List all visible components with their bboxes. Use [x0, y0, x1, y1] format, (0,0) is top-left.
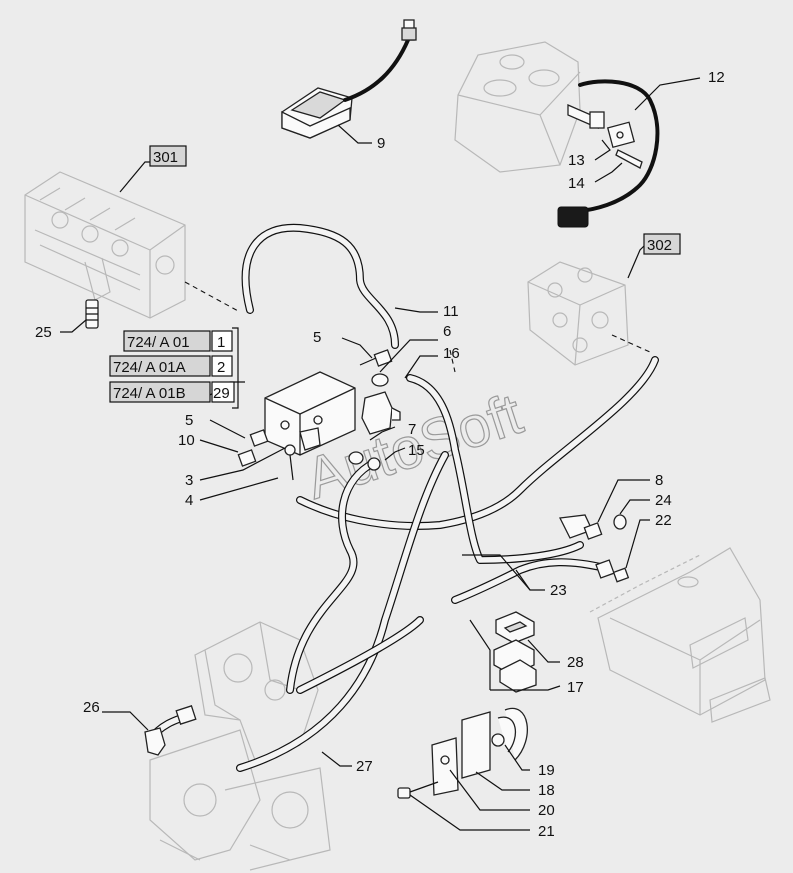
hose-15 [286, 458, 379, 694]
fitting-10 [237, 449, 257, 467]
loader-frame [149, 621, 331, 871]
bolt-21 [397, 781, 439, 799]
valve-block-1 [264, 371, 401, 456]
callout-13: 13 [568, 152, 585, 169]
reference-724-a01a[interactable]: 724/ A 01A 2 [109, 355, 233, 377]
callout-5-lower: 5 [185, 412, 193, 429]
svg-text:724/ A 01A: 724/ A 01A [113, 359, 186, 376]
callout-7: 7 [408, 421, 416, 438]
callout-23: 23 [550, 582, 567, 599]
svg-text:724/ A 01: 724/ A 01 [127, 334, 190, 351]
bracket-18 [431, 707, 528, 796]
dash-line-16 [449, 349, 456, 373]
callout-19: 19 [538, 762, 555, 779]
callout-27: 27 [356, 758, 373, 775]
callout-16: 16 [443, 345, 460, 362]
hose-27 [236, 451, 449, 772]
callout-24: 24 [655, 492, 672, 509]
hydraulic-tank [589, 547, 771, 723]
foot-pedal-9 [281, 19, 417, 139]
fitting-5-top [359, 349, 393, 367]
callout-3: 3 [185, 472, 193, 489]
auxiliary-valve-302 [527, 261, 629, 366]
control-valve-301 [24, 171, 186, 319]
callout-11: 11 [443, 303, 459, 320]
reference-302[interactable]: 302 [643, 233, 681, 255]
fitting-5-lower [249, 429, 269, 447]
svg-text:1: 1 [217, 334, 225, 351]
fitting-7 [348, 451, 381, 471]
fitting-6 [371, 373, 389, 387]
reference-724-a01b[interactable]: 724/ A 01B 29 [109, 381, 235, 403]
callout-20: 20 [538, 802, 555, 819]
svg-text:724/ A 01B: 724/ A 01B [113, 385, 186, 402]
clamp-28 [495, 611, 535, 644]
cab-console-cover [454, 41, 581, 173]
bolt-4 [284, 444, 296, 481]
fitting-26 [144, 705, 197, 756]
wiring-harness-12 [557, 79, 660, 228]
callout-22: 22 [655, 512, 672, 529]
leader-lines [60, 77, 701, 831]
callout-28: 28 [567, 654, 584, 671]
callout-6: 6 [443, 323, 451, 340]
callout-14: 14 [568, 175, 585, 192]
fitting-22 [595, 559, 630, 583]
callout-17: 17 [567, 679, 584, 696]
callout-8: 8 [655, 472, 663, 489]
svg-text:29: 29 [213, 385, 230, 402]
fitting-24 [613, 514, 627, 530]
svg-text:301: 301 [153, 149, 178, 166]
hose-23 [296, 558, 609, 694]
callout-12: 12 [708, 69, 725, 86]
callout-5-top: 5 [313, 329, 321, 346]
dash-line-302 [611, 334, 651, 353]
dash-line-301 [184, 281, 241, 313]
callout-18: 18 [538, 782, 555, 799]
callout-15: 15 [408, 442, 425, 459]
svg-text:2: 2 [217, 359, 225, 376]
callout-21: 21 [538, 823, 555, 840]
reference-724-a01[interactable]: 724/ A 01 1 [123, 330, 233, 352]
fitting-8 [559, 514, 603, 540]
callout-26: 26 [83, 699, 100, 716]
reference-301[interactable]: 301 [149, 145, 187, 167]
callout-25: 25 [35, 324, 52, 341]
fitting-25 [85, 299, 99, 329]
svg-text:302: 302 [647, 237, 672, 254]
callout-10: 10 [178, 432, 195, 449]
callout-labels: 3 4 5 5 6 7 8 9 10 11 12 13 14 15 16 17 … [35, 69, 725, 840]
callout-4: 4 [185, 492, 193, 509]
callout-9: 9 [377, 135, 385, 152]
hose-11 [241, 223, 399, 349]
hose-long-right [296, 356, 659, 530]
hose-16 [406, 374, 584, 564]
clamp-17 [493, 639, 537, 693]
